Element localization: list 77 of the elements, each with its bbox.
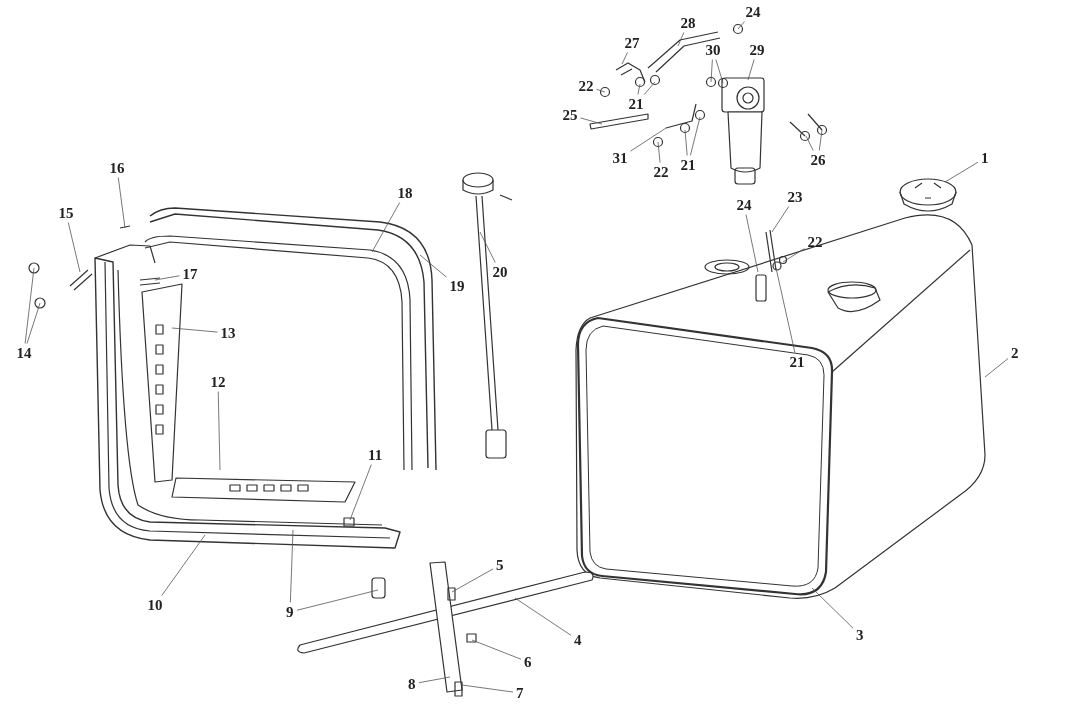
callout-number: 29: [748, 42, 766, 58]
leader-line: [67, 222, 81, 273]
callout-number: 30: [704, 42, 722, 58]
callout-number: 1: [980, 150, 990, 166]
leader-line: [371, 202, 401, 253]
leader-line: [154, 275, 180, 281]
callout-number: 9: [285, 604, 295, 620]
leader-line: [289, 529, 294, 603]
leader-line: [349, 464, 372, 521]
leader-line: [596, 88, 606, 93]
callout-number: 6: [523, 654, 533, 670]
callout-number: 12: [209, 374, 227, 390]
callout-number: 24: [744, 4, 762, 20]
callout-number: 10: [146, 597, 164, 613]
leader-line: [161, 534, 206, 596]
leader-line: [479, 231, 496, 263]
leader-line: [171, 327, 218, 333]
leader-line: [715, 59, 724, 84]
leader-line: [811, 587, 854, 629]
callout-number: 28: [679, 15, 697, 31]
callout-number: 14: [15, 345, 33, 361]
leader-line: [637, 83, 641, 95]
leader-line: [630, 127, 667, 152]
leader-line: [677, 32, 685, 47]
callout-number: 21: [788, 354, 806, 370]
leader-line: [117, 177, 126, 229]
callout-number: 23: [786, 189, 804, 205]
leader-line: [621, 52, 628, 65]
leader-line: [805, 135, 814, 151]
leader-line: [944, 161, 979, 183]
callout-number: 22: [806, 234, 824, 250]
leader-line: [643, 81, 656, 95]
callout-number: 31: [611, 150, 629, 166]
callout-number: 21: [627, 96, 645, 112]
callout-number: 15: [57, 205, 75, 221]
callout-number: 25: [561, 107, 579, 123]
callout-number: 4: [573, 632, 583, 648]
callout-number: 26: [809, 152, 827, 168]
leader-line: [737, 21, 745, 30]
leader-line: [657, 141, 661, 163]
leader-line: [684, 129, 688, 156]
leader-line: [418, 676, 451, 684]
leader-line: [461, 684, 514, 693]
callout-number: 27: [623, 35, 641, 51]
leader-line: [818, 129, 823, 151]
leader-line: [984, 358, 1009, 378]
callout-number: 24: [735, 197, 753, 213]
leader-line: [747, 59, 755, 81]
callout-number: 3: [855, 627, 865, 643]
leader-line: [745, 214, 759, 273]
callout-number: 18: [396, 185, 414, 201]
callout-number: 22: [577, 78, 595, 94]
callout-number: 2: [1010, 345, 1020, 361]
callout-number: 13: [219, 325, 237, 341]
leader-line: [690, 116, 701, 156]
callout-number: 20: [491, 264, 509, 280]
leader-line: [24, 267, 35, 344]
leader-line: [710, 59, 713, 83]
callout-number: 7: [515, 685, 525, 701]
leader-line: [782, 248, 805, 263]
callout-number: 22: [652, 164, 670, 180]
callout-number: 21: [679, 157, 697, 173]
callout-number: 16: [108, 160, 126, 176]
callout-number: 8: [407, 676, 417, 692]
leader-line: [580, 117, 603, 125]
callout-number: 17: [181, 266, 199, 282]
leader-line: [296, 589, 379, 611]
leader-line: [471, 639, 522, 660]
leader-line: [514, 597, 572, 636]
callout-number: 19: [448, 278, 466, 294]
callout-number: 5: [495, 557, 505, 573]
leader-line: [26, 302, 41, 344]
leader-line: [419, 254, 447, 278]
leader-line: [217, 391, 221, 471]
leader-line: [451, 568, 494, 593]
callout-number: 11: [367, 447, 384, 463]
leader-line: [771, 206, 790, 233]
